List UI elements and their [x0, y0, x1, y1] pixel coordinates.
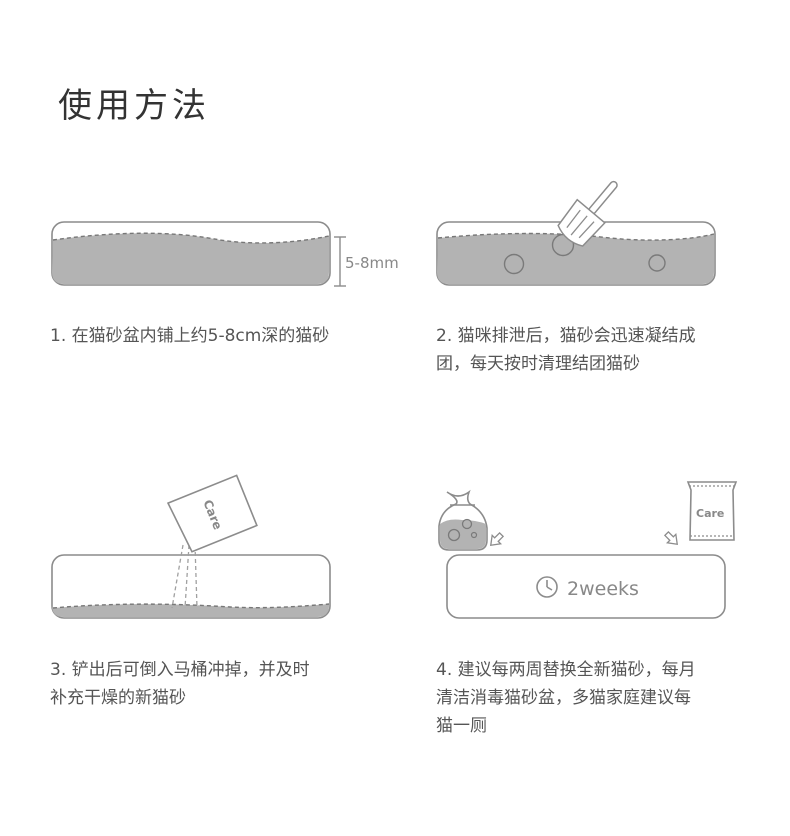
pour-stream: [171, 544, 198, 609]
page-title: 使用方法: [58, 86, 210, 126]
duration-label: 2weeks: [567, 578, 639, 600]
step2-litter-box: [436, 221, 716, 286]
litter-bag-icon: Care: [166, 474, 258, 553]
depth-label: 5-8mm: [345, 254, 399, 272]
step1-caption: 1. 在猫砂盆内铺上约5-8cm深的猫砂: [50, 326, 330, 346]
depth-marker: 5-8mm: [334, 236, 399, 287]
step1-litter-box: [51, 221, 331, 286]
clump-icon: [648, 254, 666, 272]
arrow-icon: [489, 531, 505, 547]
step3-litter-box: [51, 554, 331, 619]
clock-icon: [536, 576, 558, 598]
step3-caption: 3. 铲出后可倒入马桶冲掉，并及时 补充干燥的新猫砂: [50, 660, 310, 708]
step4-caption: 4. 建议每两周替换全新猫砂，每月 清洁消毒猫砂盆，多猫家庭建议每 猫一厕: [436, 660, 696, 736]
clump-icon: [503, 253, 525, 275]
step2-caption: 2. 猫咪排泄后，猫砂会迅速凝结成 团，每天按时清理结团猫砂: [436, 326, 696, 374]
scoop-icon: [557, 180, 618, 247]
trash-bag-icon: [438, 489, 488, 551]
litter-bag-icon: Care: [686, 481, 738, 541]
step4-litter-box: [446, 554, 726, 619]
bag-logo: Care: [696, 507, 724, 520]
arrow-icon: [663, 530, 679, 546]
